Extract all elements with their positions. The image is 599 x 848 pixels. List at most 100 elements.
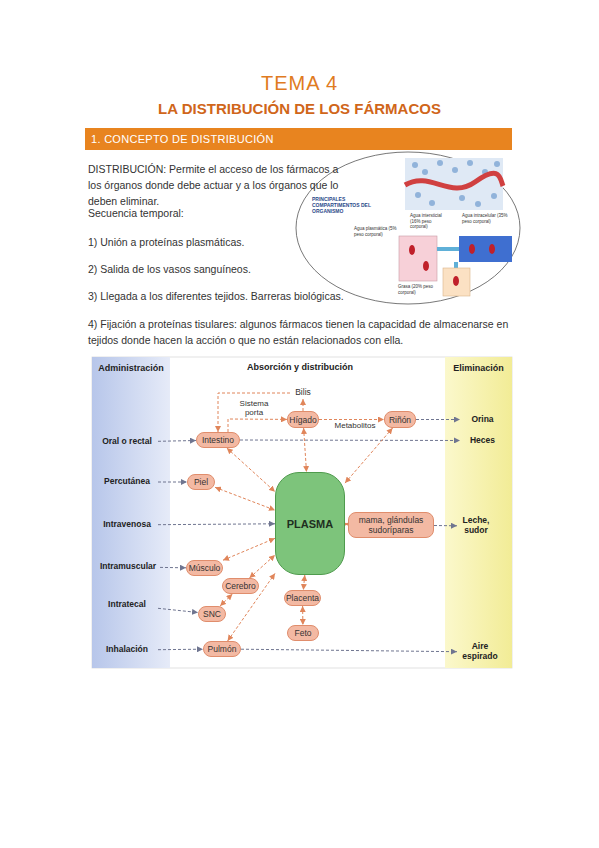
flow-arrow xyxy=(158,608,198,612)
red-cell xyxy=(469,244,475,254)
flow-arrow xyxy=(158,440,196,442)
column-header: Absorción y distribución xyxy=(200,362,400,373)
node-text: Riñón xyxy=(389,415,411,425)
output-label: Aire espirado xyxy=(457,641,503,663)
body-text: 4) Fijación a proteínas tisulares: algun… xyxy=(88,316,514,348)
section-band: 1. CONCEPTO DE DISTRIBUCIÓN xyxy=(85,128,512,150)
node-text: Cerebro xyxy=(225,581,256,591)
route-label: Intramuscular xyxy=(96,561,160,573)
flow-arrow xyxy=(303,399,304,411)
body-text: 3) Llegada a los diferentes tejidos. Bar… xyxy=(88,289,388,303)
organ-pill: Piel xyxy=(187,474,215,490)
node-text: Administración xyxy=(92,363,170,373)
flow-arrow xyxy=(220,594,232,606)
body-text: 1) Unión a proteínas plasmáticas. xyxy=(88,235,338,249)
red-cell xyxy=(423,261,429,271)
node-text: Pulmón xyxy=(208,644,237,654)
flow-arrow xyxy=(223,538,275,560)
node-text: Placenta xyxy=(286,593,319,603)
flow-arrow xyxy=(160,567,186,568)
node-text: Inhalación xyxy=(96,644,158,655)
tissue-picture xyxy=(405,158,503,210)
intracellular-box xyxy=(459,236,512,262)
red-cell xyxy=(489,244,495,254)
node-text: SNC xyxy=(203,609,221,619)
page-title: TEMA 4 xyxy=(0,72,599,95)
flow-arrow xyxy=(158,482,187,483)
plasma-water-box xyxy=(399,236,437,281)
body-text: Secuencia temporal: xyxy=(88,206,288,220)
flow-arrow xyxy=(345,428,393,483)
flow-arrow xyxy=(228,573,275,641)
flow-arrow xyxy=(215,487,275,510)
organ-pill: Feto xyxy=(287,625,319,641)
picture-caption: Agua intracelular (35% peso corporal) xyxy=(462,213,510,224)
picture-caption: PRINCIPALES COMPARTIMENTOS DEL ORGANISMO xyxy=(312,196,374,214)
node-text: Orina xyxy=(460,414,505,424)
flow-arrow xyxy=(302,606,303,625)
organ-pill: Cerebro xyxy=(222,578,259,594)
body-text: 2) Salida de los vasos sanguíneos. xyxy=(88,262,338,276)
flow-arrow xyxy=(249,555,275,578)
node-text: Feto xyxy=(294,628,311,638)
fat-box xyxy=(443,268,470,296)
node-text: PLASMA xyxy=(287,518,333,530)
route-label: Intratecal xyxy=(96,599,158,611)
plasma-box: PLASMA xyxy=(275,472,345,575)
organ-pill: Pulmón xyxy=(203,641,241,657)
flow-arrow xyxy=(241,649,457,652)
route-label: Intravenosa xyxy=(96,519,158,531)
connector-bar xyxy=(454,262,458,268)
organ-pill: Intestino xyxy=(196,432,240,448)
organ-pill: Riñón xyxy=(384,411,416,428)
edge-label: Metabolitos xyxy=(327,421,383,430)
flow-arrow xyxy=(227,448,275,492)
node-text: Piel xyxy=(194,477,208,487)
organ-pill: SNC xyxy=(198,606,226,622)
flow-arrow xyxy=(218,393,290,432)
flow-arrow xyxy=(319,419,384,420)
node-text: Bilis xyxy=(290,387,316,398)
picture-caption: Grasa (20% peso corporal) xyxy=(398,284,442,295)
node-text: Aire espirado xyxy=(457,641,503,661)
node-text: Heces xyxy=(460,435,505,445)
node-text: Intramuscular xyxy=(96,561,160,572)
organ-pill: Hígado xyxy=(287,411,319,428)
edge-label: Sistema porta xyxy=(232,399,276,417)
flow-arrow xyxy=(228,419,287,432)
text-node: Bilis xyxy=(290,387,316,399)
red-cell xyxy=(453,276,459,286)
route-label: Oral o rectal xyxy=(96,436,158,448)
node-text: Intratecal xyxy=(96,599,158,610)
node-text: 1. CONCEPTO DE DISTRIBUCIÓN xyxy=(91,128,512,150)
node-text: Percutánea xyxy=(96,476,158,487)
node-text: Hígado xyxy=(289,415,316,425)
node-text: Músculo xyxy=(189,563,221,573)
blood-vessel xyxy=(405,173,503,188)
red-cell xyxy=(409,245,415,255)
column-band: AdministraciónOral o rectalPercutáneaInt… xyxy=(92,357,170,668)
column-band: EliminaciónOrinaHecesLeche, sudorAire es… xyxy=(445,357,512,668)
flow-arrow xyxy=(416,419,460,420)
flow-arrow xyxy=(304,428,307,472)
node-text: Leche, sudor xyxy=(457,515,495,535)
body-text: DISTRIBUCIÓN: Permite el acceso de los f… xyxy=(88,161,346,209)
flow-arrow xyxy=(240,440,460,442)
organ-pill: mama, glándulas sudoríparas xyxy=(348,512,434,538)
node-text: Eliminación xyxy=(445,363,512,373)
diagram-frame xyxy=(92,357,512,668)
flow-arrow xyxy=(158,523,275,525)
flow-arrow xyxy=(434,525,457,526)
flow-arrow xyxy=(158,649,203,651)
node-text: Intravenosa xyxy=(96,519,158,530)
output-label: Leche, sudor xyxy=(457,515,495,537)
node-text: mama, glándulas sudoríparas xyxy=(352,515,430,535)
flow-arrow xyxy=(303,575,305,590)
organ-pill: Placenta xyxy=(284,590,321,606)
subtitle: LA DISTRIBUCIÓN DE LOS FÁRMACOS xyxy=(0,100,599,118)
output-label: Orina xyxy=(460,414,505,425)
organ-pill: Músculo xyxy=(186,560,223,576)
picture-caption: Agua intersticial (16% peso corporal) xyxy=(410,213,450,230)
output-label: Heces xyxy=(460,435,505,446)
picture-caption: Agua plasmática (5% peso corporal) xyxy=(354,226,398,237)
